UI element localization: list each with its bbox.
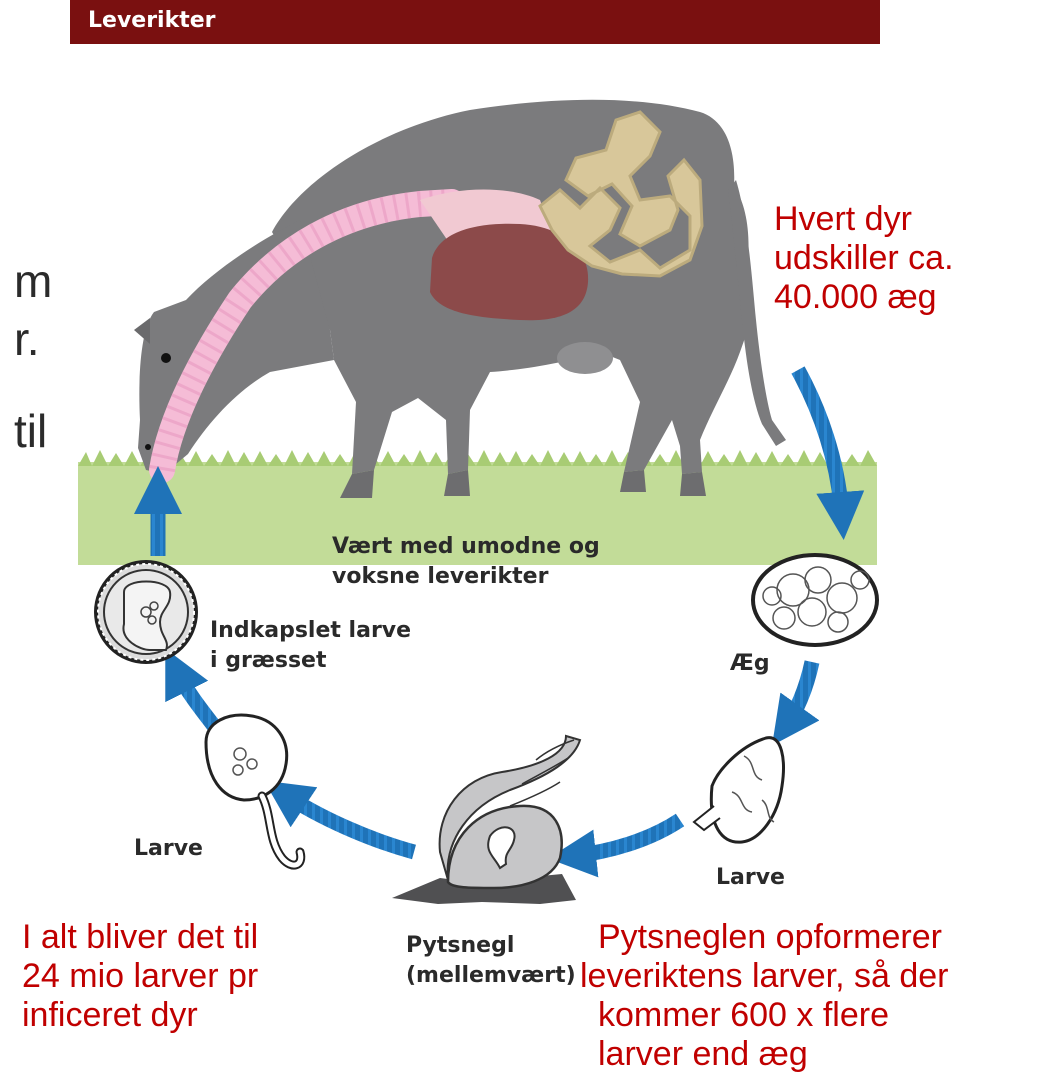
larva-right-icon [694,738,783,843]
arrow-snail-to-larva [284,794,414,852]
note-total-line-2: 24 mio larver pr [22,957,258,996]
larva-left-icon [206,715,301,865]
snail-label: Pytsnegl (mellemvært) [406,931,576,990]
egg-label: Æg [730,649,770,679]
note-eggs-line-1: Hvert dyr [774,200,954,239]
snail-label-line-1: Pytsnegl [406,931,576,961]
arrow-egg-to-larva [786,662,812,726]
note-snail-multiplies: Pytsneglen opformerer leveriktens larver… [598,918,949,1074]
encysted-larva-icon [94,560,198,664]
host-label: Vært med umodne og voksne leverikter [332,532,600,591]
arrow-larva-to-cyst [176,670,214,726]
note-snail-line-4: larver end æg [598,1035,949,1074]
cow-illustration [134,100,786,498]
note-snail-line-3: kommer 600 x flere [598,996,949,1035]
note-snail-line-2: leveriktens larver, så der [580,957,949,996]
larva-right-label: Larve [716,863,785,893]
note-total-line-3: inficeret dyr [22,996,258,1035]
larva-left-label: Larve [134,834,203,864]
note-total-line-1: I alt bliver det til [22,918,258,957]
note-eggs-per-animal: Hvert dyr udskiller ca. 40.000 æg [774,200,954,317]
note-eggs-line-2: udskiller ca. [774,239,954,278]
snail-icon [392,736,580,904]
arrow-larva-to-snail [572,820,680,856]
note-snail-line-1: Pytsneglen opformerer [598,918,949,957]
note-total-larvae: I alt bliver det til 24 mio larver pr in… [22,918,258,1035]
host-label-line-1: Vært med umodne og [332,532,600,562]
encysted-label-line-2: i græsset [210,646,411,676]
snail-label-line-2: (mellemvært) [406,961,576,991]
encysted-label: Indkapslet larve i græsset [210,616,411,675]
egg-icon [753,555,877,645]
encysted-label-line-1: Indkapslet larve [210,616,411,646]
host-label-line-2: voksne leverikter [332,562,600,592]
note-eggs-line-3: 40.000 æg [774,278,954,317]
